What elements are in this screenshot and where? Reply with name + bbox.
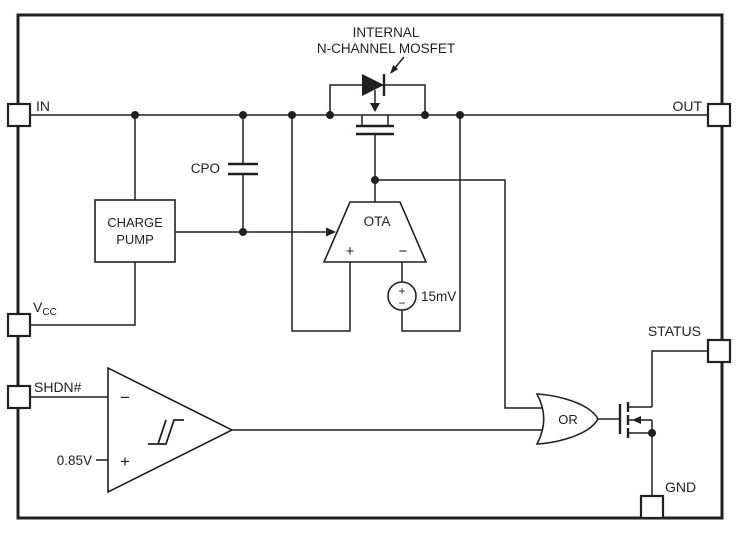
comparator-minus-label: − bbox=[120, 388, 130, 407]
hysteresis-stroke-1 bbox=[148, 419, 184, 445]
ota-label: OTA bbox=[364, 214, 391, 229]
junction-dots bbox=[131, 111, 656, 437]
offset-source: + − 15mV bbox=[387, 281, 456, 311]
pins bbox=[6, 102, 732, 520]
pointer-line bbox=[393, 56, 405, 70]
or-gate-label: OR bbox=[558, 412, 578, 427]
ota-body bbox=[322, 201, 428, 263]
junction-dot bbox=[421, 111, 429, 119]
offset-source-circle bbox=[387, 281, 417, 311]
vcc-wire bbox=[30, 262, 136, 326]
comparator-plus-label: + bbox=[120, 452, 130, 471]
internal-mosfet-label-1: INTERNAL bbox=[353, 25, 420, 40]
status-wire bbox=[651, 350, 708, 407]
pin-status bbox=[706, 338, 732, 364]
ic-boundary bbox=[16, 13, 724, 520]
in-sense-wire bbox=[291, 115, 351, 332]
charge-pump-box bbox=[94, 199, 176, 263]
label-gnd: GND bbox=[665, 479, 696, 495]
label-vcc: VCC bbox=[33, 299, 57, 318]
internal-mosfet-label-2: N-CHANNEL MOSFET bbox=[317, 41, 455, 56]
mosfet-channel-stubs bbox=[361, 115, 389, 126]
bypass-diode-wire bbox=[329, 84, 426, 115]
diode-anode-triangle bbox=[362, 74, 384, 96]
comparator: − + bbox=[107, 366, 234, 494]
junction-dot bbox=[371, 176, 379, 184]
hysteresis-icon bbox=[148, 419, 184, 445]
charge-pump-block: CHARGE PUMP bbox=[94, 199, 176, 263]
label-pointer-arrow bbox=[390, 56, 405, 74]
label-in: IN bbox=[36, 98, 50, 114]
wires bbox=[30, 84, 708, 497]
offset-source-label: 15mV bbox=[421, 289, 456, 304]
or-gate-body bbox=[535, 393, 599, 445]
junction-dot bbox=[648, 429, 656, 437]
pin-vcc bbox=[6, 312, 32, 338]
or-gate: OR bbox=[535, 393, 599, 445]
label-vcc-base: V bbox=[33, 299, 43, 315]
offset-plus-label: + bbox=[398, 284, 405, 298]
pin-gnd bbox=[639, 494, 665, 520]
junction-dot bbox=[239, 228, 247, 236]
cpo-capacitor bbox=[228, 162, 258, 176]
ota-minus-label: − bbox=[399, 243, 408, 260]
pointer-arrowhead bbox=[390, 65, 399, 74]
cpo-label: CPO bbox=[191, 161, 220, 176]
pin-out bbox=[706, 102, 732, 128]
status-mosfet bbox=[618, 402, 652, 438]
junction-dot bbox=[239, 111, 247, 119]
out-sense-wire bbox=[401, 115, 461, 332]
pin-in bbox=[6, 102, 32, 128]
charge-pump-arrowhead bbox=[326, 227, 336, 237]
status-fet-body-arrowhead bbox=[632, 416, 641, 424]
label-out: OUT bbox=[672, 98, 702, 114]
mosfet-body-arrowhead bbox=[370, 103, 380, 112]
junction-dot bbox=[131, 111, 139, 119]
ota-amplifier: OTA + − bbox=[322, 201, 428, 263]
charge-pump-label-1: CHARGE bbox=[107, 215, 163, 230]
gate-to-or-wire bbox=[375, 179, 552, 409]
junction-dot bbox=[288, 111, 296, 119]
label-vcc-sub: CC bbox=[42, 307, 56, 318]
charge-pump-label-2: PUMP bbox=[116, 232, 154, 247]
pin-shdn bbox=[6, 384, 32, 410]
ota-plus-label: + bbox=[346, 243, 355, 260]
junction-dot bbox=[456, 111, 464, 119]
hysteresis-stroke-2 bbox=[157, 419, 167, 445]
label-status: STATUS bbox=[648, 323, 701, 339]
body-diode bbox=[362, 74, 386, 96]
power-mosfet bbox=[356, 90, 394, 136]
label-shdn: SHDN# bbox=[34, 379, 82, 395]
threshold-label: 0.85V bbox=[57, 453, 92, 468]
junction-dot bbox=[326, 111, 334, 119]
offset-minus-label: − bbox=[398, 296, 405, 310]
